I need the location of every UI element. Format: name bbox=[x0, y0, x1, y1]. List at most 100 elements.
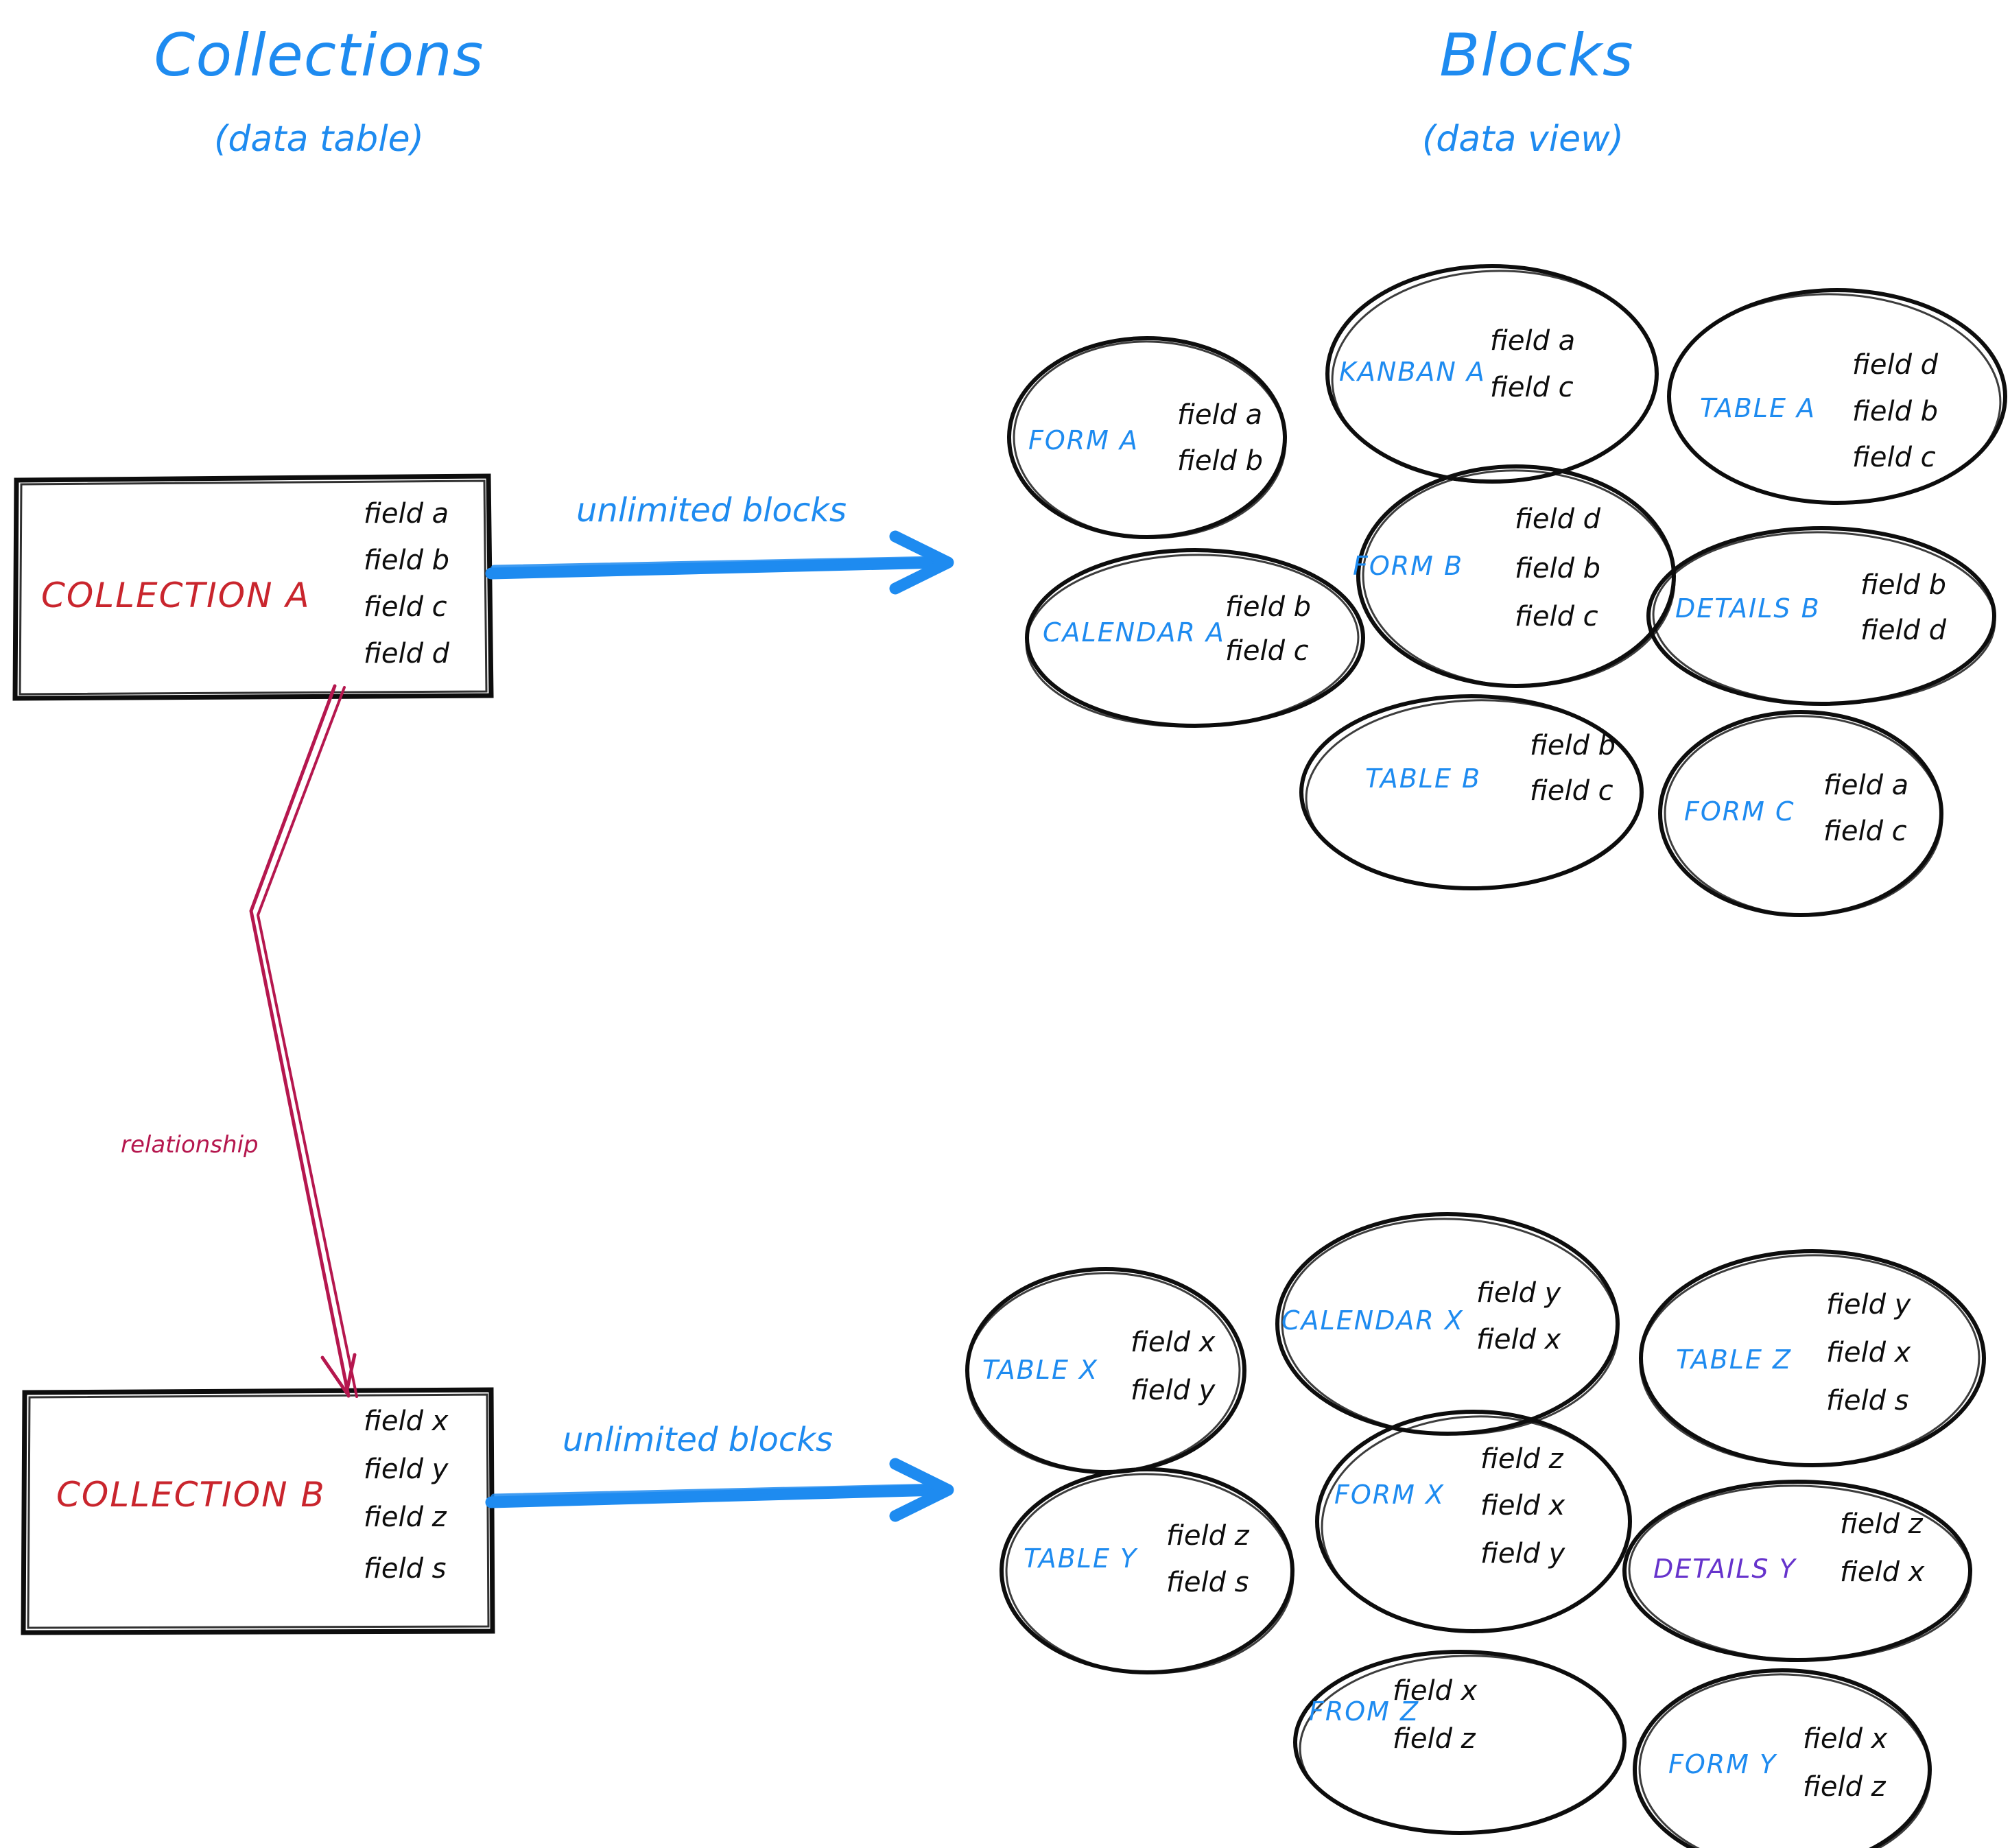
collection-a-field-2: field c bbox=[364, 591, 447, 623]
kanban-a-label: KANBAN A bbox=[1339, 357, 1486, 387]
table-b-field-1: field c bbox=[1530, 775, 1613, 807]
details-y-field-1: field x bbox=[1840, 1556, 1925, 1588]
form-b-label: FORM B bbox=[1353, 551, 1463, 581]
table-a-field-0: field d bbox=[1852, 349, 1939, 381]
block-table-x[interactable]: TABLE X field x field y bbox=[963, 1267, 1246, 1477]
details-b-ellipse-sketch bbox=[1652, 531, 1996, 705]
form-b-field-2: field c bbox=[1515, 601, 1598, 632]
form-c-field-1: field c bbox=[1823, 816, 1907, 847]
block-form-c[interactable]: FORM C field a field c bbox=[1658, 710, 1946, 920]
blocks-heading-subtitle: (data view) bbox=[1422, 119, 1624, 160]
table-z-field-1: field x bbox=[1826, 1337, 1911, 1369]
calendar-a-label: CALENDAR A bbox=[1043, 617, 1225, 648]
form-x-field-1: field x bbox=[1480, 1490, 1565, 1521]
form-a-ellipse-sketch bbox=[1013, 340, 1287, 539]
relationship-arrow-head bbox=[320, 1353, 357, 1395]
collection-a-node[interactable]: COLLECTION A field a field b field c fie… bbox=[12, 473, 494, 701]
collection-b-field-3: field s bbox=[364, 1553, 447, 1585]
block-form-a[interactable]: FORM A field a field b bbox=[1007, 336, 1289, 543]
form-y-label: FORM Y bbox=[1668, 1749, 1777, 1779]
from-z-field-0: field x bbox=[1393, 1675, 1478, 1707]
calendar-x-field-1: field x bbox=[1476, 1324, 1561, 1355]
table-z-ellipse-sketch bbox=[1639, 1254, 1981, 1467]
bottom-arrow-label: unlimited blocks bbox=[563, 1421, 833, 1459]
unlimited-blocks-arrow-top: unlimited blocks bbox=[485, 491, 954, 595]
table-x-field-0: field x bbox=[1131, 1327, 1216, 1358]
details-y-ellipse-sketch bbox=[1628, 1484, 1972, 1661]
block-form-y[interactable]: FORM Y field x field z bbox=[1633, 1668, 1934, 1848]
from-z-field-1: field z bbox=[1393, 1723, 1476, 1755]
block-details-y[interactable]: DETAILS Y field z field x bbox=[1622, 1480, 1973, 1665]
table-a-field-1: field b bbox=[1852, 396, 1938, 427]
table-y-ellipse-sketch bbox=[1005, 1473, 1294, 1674]
table-y-field-0: field z bbox=[1166, 1520, 1250, 1552]
table-y-label: TABLE Y bbox=[1024, 1543, 1138, 1574]
top-arrow-shaft bbox=[485, 556, 946, 580]
unlimited-blocks-arrow-bottom: unlimited blocks bbox=[485, 1421, 954, 1522]
collection-b-node[interactable]: COLLECTION B field x field y field z fie… bbox=[21, 1387, 495, 1635]
block-details-b[interactable]: DETAILS B field b field d bbox=[1646, 526, 1997, 709]
block-table-a[interactable]: TABLE A field d field b field c bbox=[1665, 288, 2007, 509]
top-arrow-label: unlimited blocks bbox=[576, 491, 847, 530]
from-z-label: FROM Z bbox=[1309, 1696, 1419, 1727]
block-form-b[interactable]: FORM B field d field b field c bbox=[1353, 464, 1678, 691]
block-from-z[interactable]: FROM Z field x field z bbox=[1293, 1650, 1628, 1838]
form-a-field-0: field a bbox=[1177, 399, 1262, 431]
details-b-label: DETAILS B bbox=[1675, 593, 1821, 624]
collection-a-name: COLLECTION A bbox=[41, 576, 311, 615]
form-y-field-0: field x bbox=[1803, 1723, 1888, 1755]
kanban-a-field-1: field c bbox=[1490, 372, 1574, 403]
form-b-field-1: field b bbox=[1515, 553, 1600, 584]
details-y-field-0: field z bbox=[1840, 1508, 1924, 1540]
collection-b-field-0: field x bbox=[364, 1406, 449, 1437]
table-a-field-2: field c bbox=[1852, 442, 1936, 473]
relationship-line-2 bbox=[257, 686, 358, 1398]
calendar-a-ellipse-sketch bbox=[1025, 554, 1360, 728]
block-calendar-a[interactable]: CALENDAR A field b field c bbox=[1024, 548, 1365, 731]
form-a-label: FORM A bbox=[1028, 425, 1139, 455]
collection-a-field-3: field d bbox=[364, 638, 450, 670]
form-y-ellipse-sketch bbox=[1638, 1673, 1932, 1848]
table-z-field-0: field y bbox=[1826, 1289, 1912, 1320]
from-z-ellipse-sketch bbox=[1299, 1655, 1627, 1834]
bottom-arrow-shaft-2 bbox=[490, 1483, 942, 1500]
collection-b-name: COLLECTION B bbox=[56, 1475, 326, 1515]
collection-b-box-outline-inner bbox=[27, 1393, 490, 1629]
form-x-label: FORM X bbox=[1334, 1480, 1445, 1510]
collection-a-box-outline-inner bbox=[19, 479, 488, 696]
table-a-ellipse-sketch bbox=[1667, 293, 2002, 504]
block-table-b[interactable]: TABLE B field b field c bbox=[1299, 694, 1646, 895]
table-z-field-2: field s bbox=[1826, 1385, 1909, 1417]
form-y-field-1: field z bbox=[1803, 1771, 1887, 1803]
collection-b-field-2: field z bbox=[364, 1502, 447, 1533]
top-arrow-shaft-2 bbox=[490, 556, 942, 571]
collection-a-box-outline bbox=[12, 473, 494, 701]
kanban-a-field-0: field a bbox=[1490, 325, 1575, 357]
block-form-x[interactable]: FORM X field z field x field y bbox=[1315, 1410, 1634, 1637]
form-c-label: FORM C bbox=[1684, 796, 1795, 827]
details-b-field-0: field b bbox=[1860, 569, 1946, 601]
bottom-arrow-shaft bbox=[485, 1484, 946, 1508]
form-x-field-0: field z bbox=[1480, 1443, 1564, 1475]
kanban-a-ellipse-sketch bbox=[1331, 270, 1659, 484]
block-calendar-x[interactable]: CALENDAR X field y field x bbox=[1275, 1212, 1622, 1441]
bottom-arrow-head bbox=[889, 1458, 954, 1522]
table-b-ellipse-sketch bbox=[1305, 699, 1644, 890]
table-b-field-0: field b bbox=[1530, 730, 1616, 761]
collection-b-field-1: field y bbox=[364, 1454, 449, 1485]
details-y-label: DETAILS Y bbox=[1653, 1554, 1797, 1584]
form-b-ellipse-sketch bbox=[1362, 469, 1676, 687]
form-x-ellipse-sketch bbox=[1321, 1415, 1632, 1633]
table-a-label: TABLE A bbox=[1700, 393, 1816, 423]
form-x-field-2: field y bbox=[1480, 1538, 1566, 1569]
top-arrow-head bbox=[889, 530, 954, 595]
block-table-y[interactable]: TABLE Y field z field s bbox=[1000, 1467, 1297, 1678]
block-table-z[interactable]: TABLE Z field y field x field s bbox=[1637, 1249, 1986, 1470]
calendar-a-field-1: field c bbox=[1225, 635, 1309, 667]
table-x-label: TABLE X bbox=[982, 1355, 1098, 1385]
relationship-label: relationship bbox=[121, 1131, 259, 1159]
block-kanban-a[interactable]: KANBAN A field a field c bbox=[1325, 264, 1661, 488]
form-a-field-1: field b bbox=[1177, 445, 1263, 477]
